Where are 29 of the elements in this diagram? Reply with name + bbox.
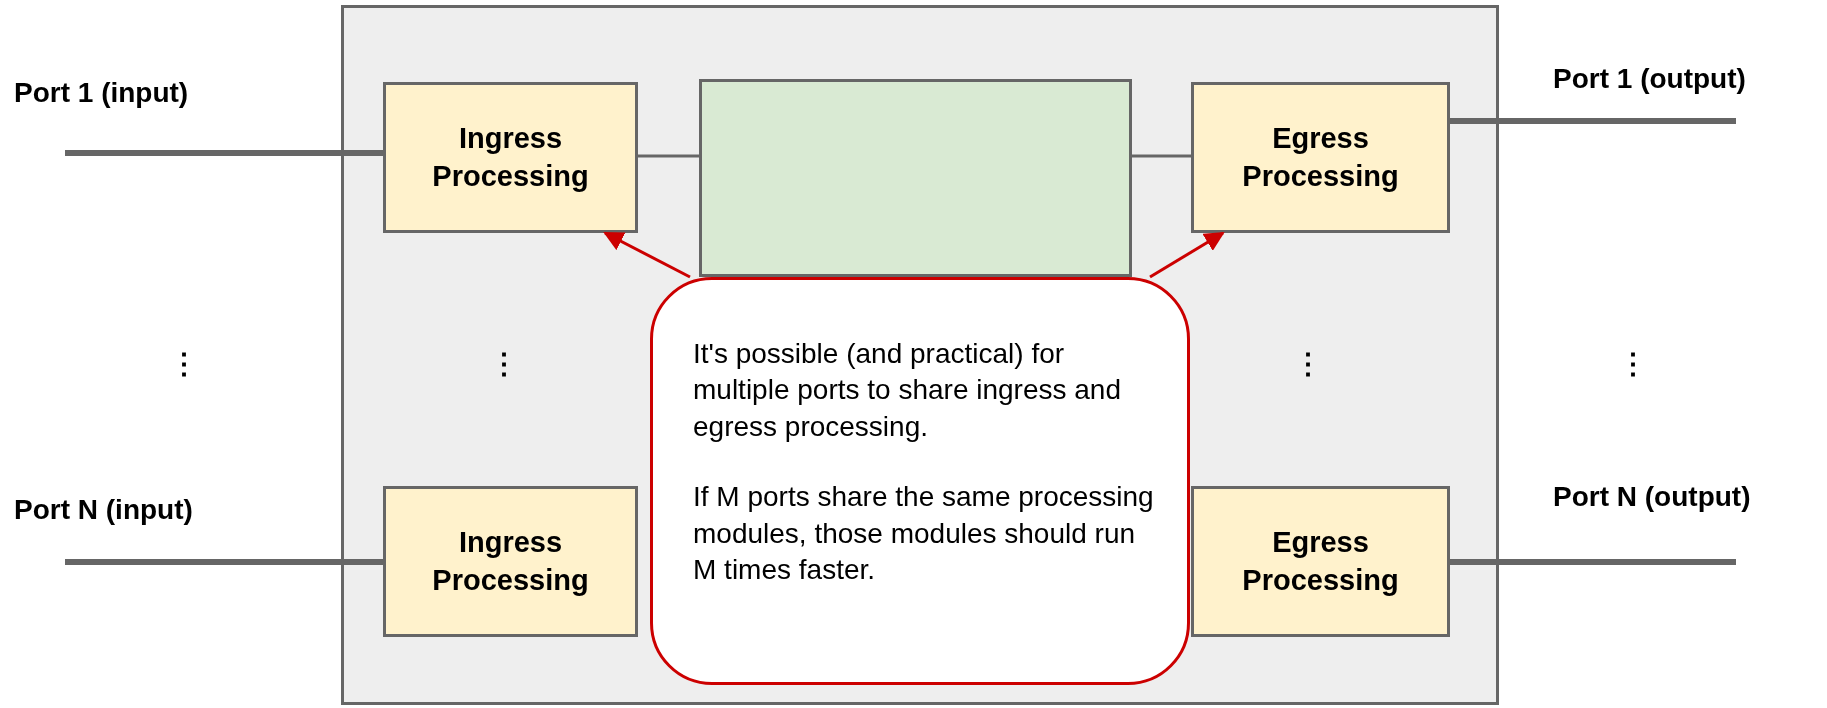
connector-line xyxy=(65,559,383,565)
port-label: Port N (input) xyxy=(14,494,193,526)
connector-line xyxy=(1450,118,1736,124)
port-label: Port N (output) xyxy=(1553,481,1751,513)
connector-line xyxy=(638,154,699,158)
callout-note xyxy=(650,277,1190,685)
process-label: Egress Processing xyxy=(1241,120,1400,194)
container-box xyxy=(341,5,1499,705)
process-box xyxy=(383,82,638,233)
port-label: ⋮ xyxy=(170,346,198,380)
connector-line xyxy=(65,150,383,156)
note-text: If M ports share the same processing modules, those modules should run M times faster. xyxy=(693,480,1155,587)
process-label: Egress Processing xyxy=(1241,524,1400,598)
port-label: ⋮ xyxy=(490,346,518,380)
switch-fabric-box xyxy=(699,79,1132,277)
connector-line xyxy=(1132,154,1191,158)
process-box xyxy=(383,486,638,637)
port-label: Port 1 (output) xyxy=(1553,63,1746,95)
port-label: ⋮ xyxy=(1294,346,1322,380)
process-box xyxy=(1191,82,1450,233)
process-label: Ingress Processing xyxy=(431,524,590,598)
port-label: ⋮ xyxy=(1619,346,1647,380)
port-label: Port 1 (input) xyxy=(14,77,189,109)
arrow xyxy=(1149,231,1225,279)
process-box xyxy=(1191,486,1450,637)
connector-line xyxy=(1450,559,1736,565)
note-text: It's possible (and practical) for multiple ports to share ingress and egress processing. xyxy=(693,337,1122,444)
process-label: Ingress Processing xyxy=(431,120,590,194)
arrow xyxy=(603,231,691,279)
